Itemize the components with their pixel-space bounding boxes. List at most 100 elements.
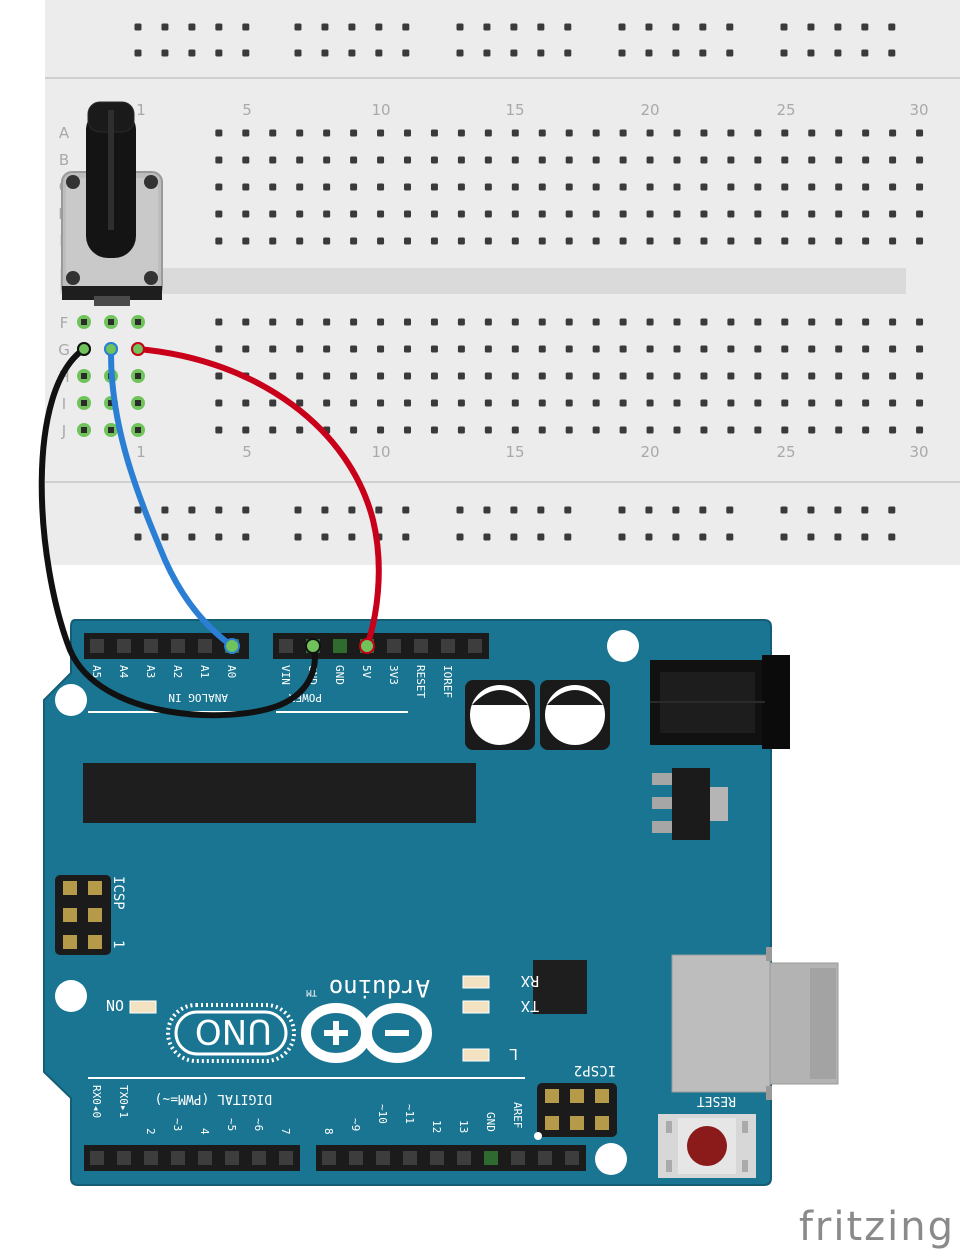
breadboard-hole[interactable] (781, 129, 789, 137)
breadboard-hole[interactable] (457, 183, 465, 191)
breadboard-hole[interactable] (348, 506, 356, 514)
breadboard-hole[interactable] (483, 23, 491, 31)
power-pin-socket[interactable] (414, 639, 428, 653)
breadboard-hole[interactable] (916, 183, 924, 191)
breadboard-hole[interactable] (754, 426, 762, 434)
breadboard-hole[interactable] (835, 156, 843, 164)
icsp-pin[interactable] (88, 908, 102, 922)
breadboard-hole[interactable] (808, 129, 816, 137)
breadboard-hole[interactable] (565, 399, 573, 407)
breadboard-hole[interactable] (538, 210, 546, 218)
breadboard-hole[interactable] (916, 210, 924, 218)
breadboard-hole[interactable] (861, 506, 869, 514)
power-pin-socket[interactable] (387, 639, 401, 653)
breadboard-hole[interactable] (808, 156, 816, 164)
breadboard-hole[interactable] (242, 399, 250, 407)
breadboard-hole[interactable] (457, 345, 465, 353)
breadboard-hole[interactable] (377, 210, 385, 218)
icsp2-pin[interactable] (570, 1116, 584, 1130)
breadboard-hole[interactable] (215, 129, 223, 137)
reset-button[interactable]: RESET (658, 1093, 756, 1178)
breadboard-hole[interactable] (700, 372, 708, 380)
breadboard-hole[interactable] (296, 345, 304, 353)
breadboard-hole[interactable] (296, 183, 304, 191)
breadboard-hole[interactable] (483, 506, 491, 514)
breadboard-hole[interactable] (808, 183, 816, 191)
analog-pin-socket[interactable] (171, 639, 185, 653)
breadboard-hole[interactable] (242, 49, 250, 57)
breadboard-hole[interactable] (242, 318, 250, 326)
breadboard-hole[interactable] (646, 129, 654, 137)
breadboard-hole[interactable] (619, 210, 627, 218)
breadboard-hole[interactable] (754, 237, 762, 245)
breadboard-hole[interactable] (835, 426, 843, 434)
breadboard-hole[interactable] (269, 183, 277, 191)
breadboard-hole[interactable] (754, 156, 762, 164)
breadboard-hole[interactable] (161, 533, 169, 541)
digital-pin-socket[interactable] (90, 1151, 104, 1165)
breadboard-hole[interactable] (592, 129, 600, 137)
breadboard-hole[interactable] (215, 426, 223, 434)
breadboard-hole[interactable] (835, 372, 843, 380)
breadboard-hole[interactable] (592, 426, 600, 434)
breadboard-hole[interactable] (430, 345, 438, 353)
breadboard-hole[interactable] (916, 156, 924, 164)
breadboard-hole[interactable] (134, 49, 142, 57)
breadboard-hole[interactable] (619, 345, 627, 353)
breadboard-hole[interactable] (754, 318, 762, 326)
breadboard-hole[interactable] (296, 237, 304, 245)
breadboard-hole[interactable] (215, 533, 223, 541)
breadboard-hole[interactable] (323, 210, 331, 218)
breadboard-hole[interactable] (350, 156, 358, 164)
breadboard-hole[interactable] (404, 129, 411, 137)
analog-pin-socket[interactable] (144, 639, 158, 653)
breadboard-hole[interactable] (835, 237, 843, 245)
breadboard-hole[interactable] (161, 23, 169, 31)
icsp2-pin[interactable] (545, 1116, 559, 1130)
digital-pin-socket[interactable] (322, 1151, 336, 1165)
breadboard-hole[interactable] (457, 372, 465, 380)
digital-pin-socket[interactable] (430, 1151, 444, 1165)
breadboard-hole[interactable] (564, 533, 572, 541)
breadboard-hole[interactable] (348, 49, 356, 57)
breadboard-hole[interactable] (700, 426, 708, 434)
breadboard-hole[interactable] (269, 129, 277, 137)
breadboard-hole[interactable] (700, 156, 708, 164)
breadboard-hole[interactable] (673, 129, 681, 137)
breadboard-hole[interactable] (323, 183, 331, 191)
breadboard-hole[interactable] (781, 318, 789, 326)
breadboard-hole[interactable] (323, 129, 331, 137)
breadboard-hole[interactable] (402, 533, 410, 541)
breadboard-hole[interactable] (727, 372, 735, 380)
breadboard-hole[interactable] (754, 345, 762, 353)
breadboard-hole[interactable] (215, 210, 223, 218)
breadboard-hole[interactable] (618, 49, 626, 57)
breadboard-hole[interactable] (484, 237, 492, 245)
breadboard-hole[interactable] (565, 129, 573, 137)
power-pin-socket[interactable] (441, 639, 455, 653)
breadboard-hole[interactable] (646, 399, 654, 407)
breadboard-hole[interactable] (296, 399, 304, 407)
breadboard-hole[interactable] (484, 183, 492, 191)
breadboard-hole[interactable] (780, 49, 788, 57)
breadboard-hole[interactable] (646, 345, 654, 353)
breadboard-hole[interactable] (754, 210, 762, 218)
breadboard-hole[interactable] (537, 23, 545, 31)
breadboard-hole[interactable] (808, 210, 816, 218)
breadboard-hole[interactable] (699, 23, 707, 31)
breadboard-hole[interactable] (350, 318, 358, 326)
breadboard-hole[interactable] (350, 399, 358, 407)
breadboard-hole[interactable] (916, 237, 924, 245)
breadboard-hole[interactable] (619, 426, 627, 434)
breadboard-hole[interactable] (404, 318, 411, 326)
breadboard-hole[interactable] (538, 426, 546, 434)
breadboard-hole[interactable] (375, 23, 383, 31)
breadboard-hole[interactable] (861, 49, 869, 57)
breadboard-hole[interactable] (673, 183, 681, 191)
breadboard-hole[interactable] (619, 399, 627, 407)
breadboard-hole[interactable] (269, 156, 277, 164)
breadboard-hole[interactable] (296, 426, 304, 434)
breadboard-hole[interactable] (457, 237, 465, 245)
digital-pin-socket[interactable] (252, 1151, 266, 1165)
breadboard-hole[interactable] (673, 156, 681, 164)
